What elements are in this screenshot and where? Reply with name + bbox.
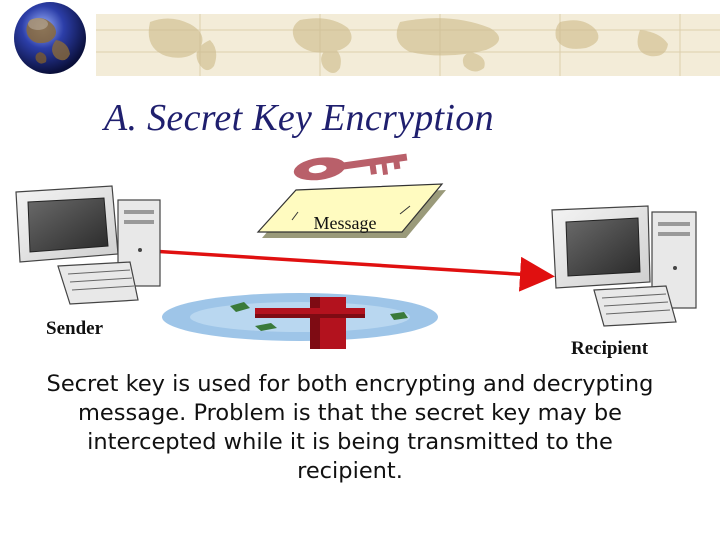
- recipient-label: Recipient: [571, 338, 649, 359]
- sender-computer-icon: [15, 185, 161, 305]
- globe-icon: [14, 2, 86, 74]
- encryption-diagram: Message: [15, 153, 697, 349]
- interceptor-post: [255, 297, 365, 349]
- header-map-band: [0, 0, 720, 80]
- recipient-computer-icon: [551, 205, 697, 327]
- message-label: Message: [314, 213, 377, 233]
- sender-label: Sender: [46, 318, 103, 339]
- transmission-arrow: [119, 247, 555, 292]
- caption-text: Secret key is used for both encrypting a…: [46, 371, 654, 484]
- secret-key-icon: [293, 153, 408, 181]
- slide-title: A. Secret Key Encryption: [104, 97, 494, 139]
- message-envelope: [256, 183, 446, 238]
